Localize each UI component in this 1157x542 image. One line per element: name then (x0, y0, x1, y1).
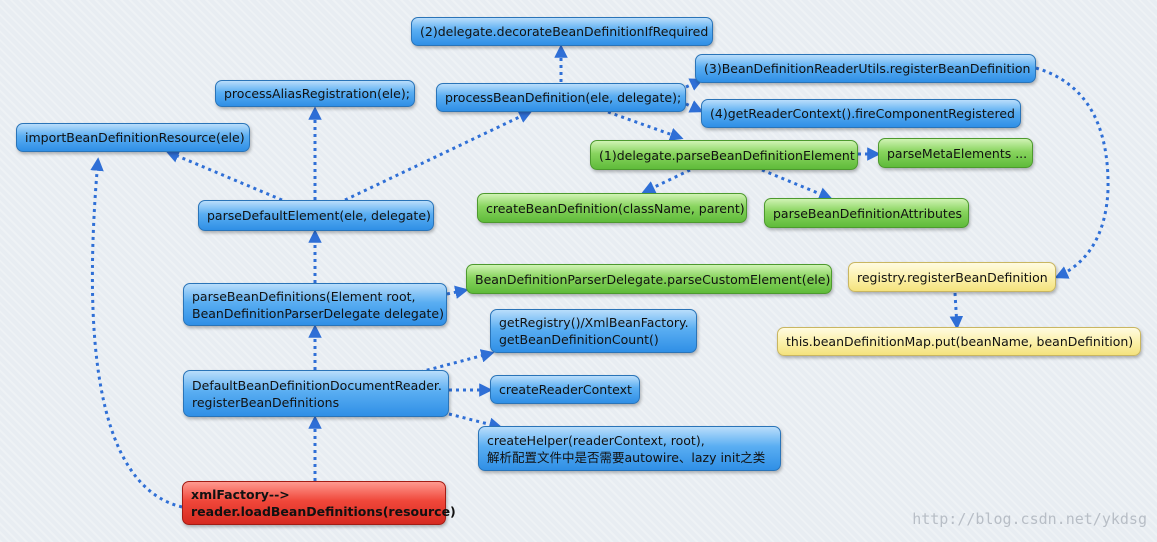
watermark-text: http://blog.csdn.net/ykdsg (912, 510, 1147, 528)
parse-meta-elements-node: parseMetaElements ... (878, 138, 1033, 168)
edge-parseelement-to-attributes (761, 168, 833, 201)
edge-parseelement-to-create (641, 168, 691, 194)
load-bean-definitions-node: xmlFactory--> reader.loadBeanDefinitions… (182, 481, 456, 525)
edge-load-to-import (90, 157, 183, 509)
parse-bean-definition-element-node: (1)delegate.parseBeanDefinitionElement (590, 140, 858, 170)
edge-processbeandef-to-parseelement (607, 110, 684, 141)
parse-bean-definitions-node: parseBeanDefinitions(Element root, BeanD… (183, 283, 447, 326)
edge-processbeandef-to-fire (685, 100, 704, 113)
parse-bean-definition-attributes-node: parseBeanDefinitionAttributes (764, 198, 969, 228)
import-bean-definition-resource-node: importBeanDefinitionResource(ele) (16, 123, 250, 152)
edge-parsebeandefs-to-custom (446, 285, 469, 299)
edge-processbeandef-to-readerutils (685, 78, 704, 91)
reader-utils-register-node: (3)BeanDefinitionReaderUtils.registerBea… (695, 54, 1036, 83)
edge-docreader-to-getregistry (419, 349, 495, 374)
edge-parsedefault-to-import (165, 149, 283, 202)
edge-parsedefault-to-processbeandef (344, 110, 533, 202)
edge-docreader-to-createhelper (448, 412, 503, 431)
parse-default-element-node: parseDefaultElement(ele, delegate) (198, 200, 434, 231)
process-bean-definition-node: processBeanDefinition(ele, delegate); (436, 83, 686, 112)
decorate-bean-definition-node: (2)delegate.decorateBeanDefinitionIfRequ… (411, 17, 713, 46)
process-alias-registration-node: processAliasRegistration(ele); (215, 80, 415, 107)
document-reader-register-node: DefaultBeanDefinitionDocumentReader. reg… (183, 370, 449, 417)
parse-custom-element-node: BeanDefinitionParserDelegate.parseCustom… (466, 264, 832, 294)
create-bean-definition-node: createBeanDefinition(className, parent) (477, 193, 747, 223)
get-registry-count-node: getRegistry()/XmlBeanFactory. getBeanDef… (490, 309, 697, 353)
edge-registry-to-mapput (949, 292, 964, 330)
bean-definition-map-put-node: this.beanDefinitionMap.put(beanName, bea… (777, 327, 1141, 356)
create-reader-context-node: createReaderContext (490, 375, 640, 404)
registry-register-bean-definition-node: registry.registerBeanDefinition (848, 262, 1056, 292)
fire-component-registered-node: (4)getReaderContext().fireComponentRegis… (701, 99, 1021, 128)
create-helper-node: createHelper(readerContext, root), 解析配置文… (478, 426, 781, 471)
edge-readerutils-to-registry (1035, 66, 1110, 279)
